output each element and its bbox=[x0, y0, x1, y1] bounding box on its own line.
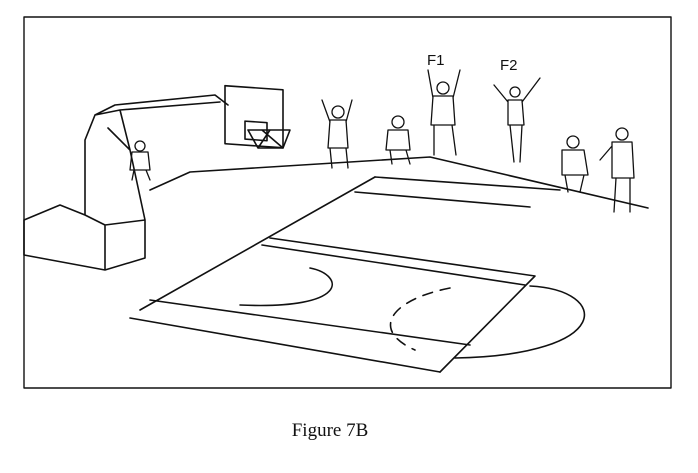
person-f2 bbox=[493, 77, 541, 163]
person-seated-2 bbox=[385, 115, 411, 165]
court-sideline bbox=[139, 176, 376, 311]
person-seated-left bbox=[129, 140, 151, 181]
court-baseline bbox=[374, 176, 561, 191]
person-f1 bbox=[427, 69, 461, 156]
key-bottom bbox=[149, 299, 471, 346]
frame bbox=[23, 16, 672, 389]
key-top bbox=[269, 237, 536, 373]
person-standing-right bbox=[599, 127, 635, 213]
figure-caption: Figure 7B bbox=[291, 420, 369, 441]
three-point-arc bbox=[454, 285, 586, 359]
hoop-support bbox=[23, 94, 229, 271]
court-line-upper bbox=[354, 191, 531, 208]
free-throw-arc bbox=[239, 267, 333, 307]
free-throw-arc-dashed bbox=[389, 287, 451, 351]
person-cheering-1 bbox=[321, 99, 353, 169]
basket-net bbox=[247, 129, 291, 149]
label-f2: F2 bbox=[500, 57, 518, 74]
court-line-lower bbox=[129, 317, 441, 373]
label-f1: F1 bbox=[427, 52, 445, 69]
floor-edge bbox=[149, 156, 649, 209]
backboard bbox=[224, 84, 284, 149]
key-top2 bbox=[261, 244, 526, 286]
person-seated-3 bbox=[561, 135, 589, 193]
